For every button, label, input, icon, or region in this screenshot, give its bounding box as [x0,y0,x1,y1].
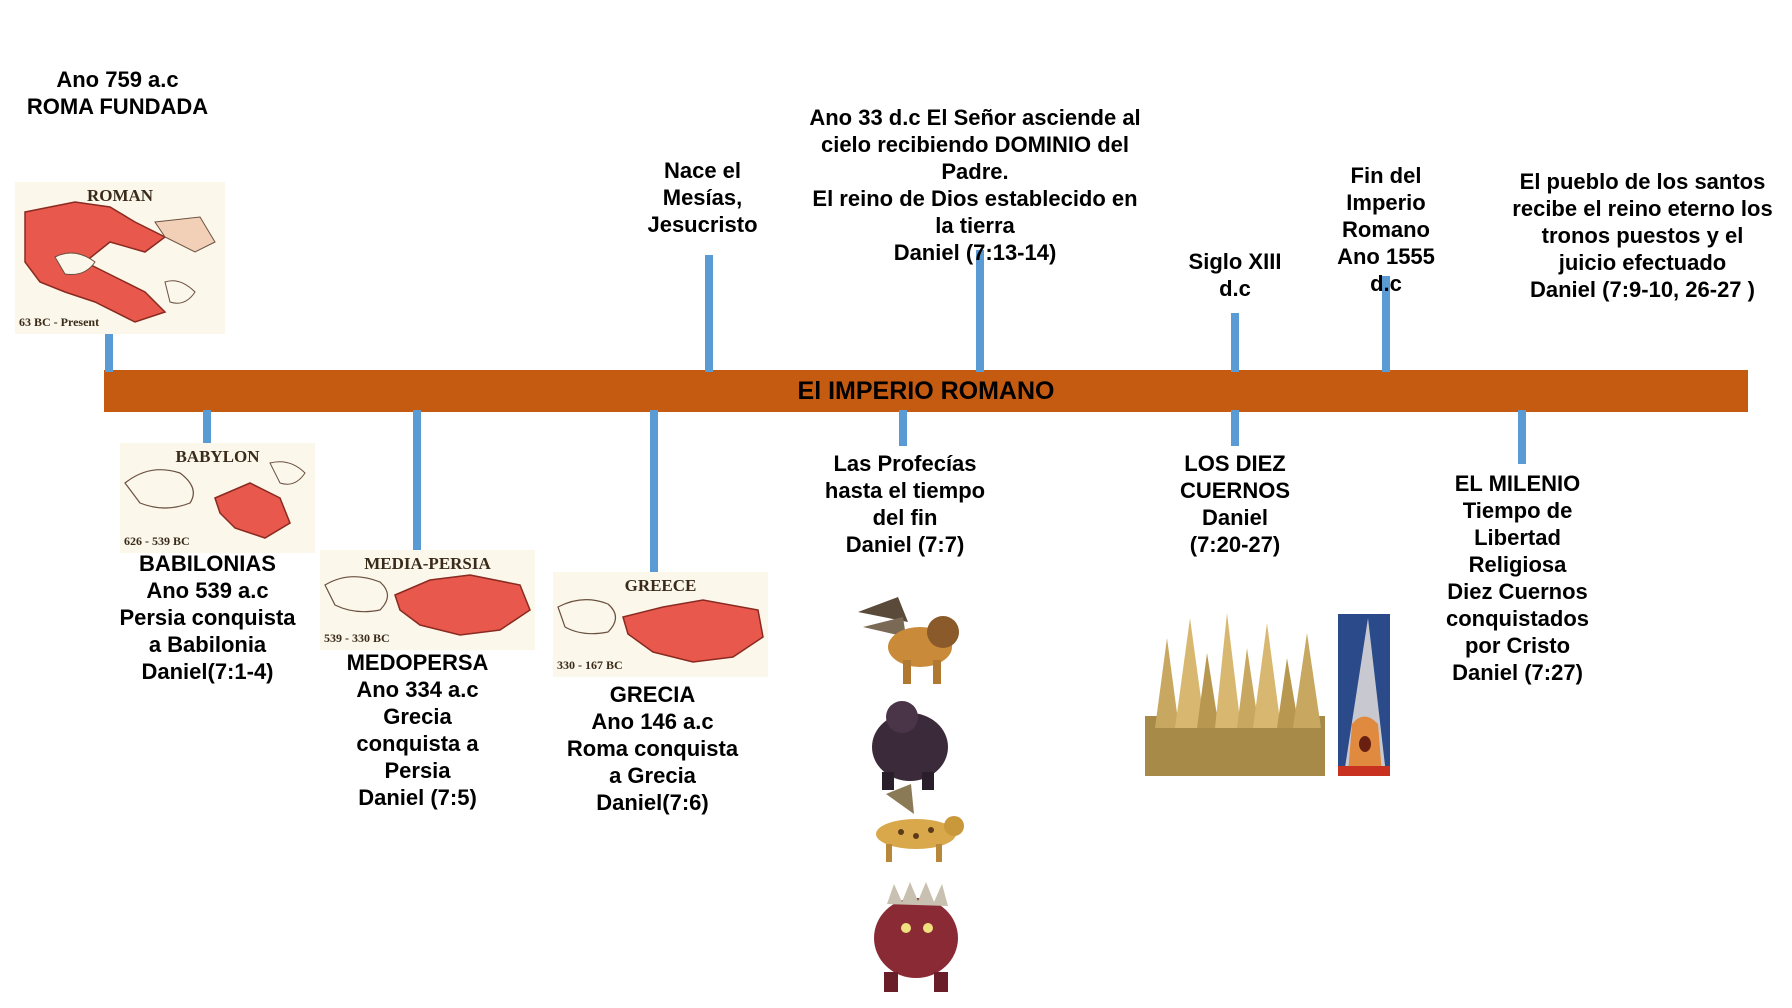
leopard-with-wings-icon [856,784,971,866]
stem-profecias [899,410,907,446]
stem-babilonias [203,410,211,444]
stem-milenio [1518,410,1526,464]
map-roman-title: ROMAN [86,186,154,205]
bear-icon [862,692,957,792]
timeline-bar-label: El IMPERIO ROMANO [797,376,1055,405]
stem-roma-fundada [105,330,113,372]
map-greece: GREECE 330 - 167 BC [553,572,768,677]
map-media-persia: MEDIA-PERSIA 539 - 330 BC [320,550,535,650]
map-greece-title: GREECE [624,576,697,595]
map-roman-date: 63 BC - Present [19,315,100,329]
stem-diez-cuernos [1231,410,1239,446]
map-babylon: BABYLON 626 - 539 BC [120,443,315,553]
stem-medopersa [413,410,421,550]
terrible-beast-icon [862,876,970,994]
little-horn-icon [1338,614,1390,776]
map-roman: ROMAN 63 BC - Present [15,182,225,334]
stem-ano-33 [976,250,984,372]
stem-fin-imperio [1382,276,1390,372]
map-babylon-date: 626 - 539 BC [124,534,190,548]
stem-nace-mesias [705,255,713,372]
ten-horns-icon [1145,598,1325,776]
map-media-persia-title: MEDIA-PERSIA [364,554,491,573]
map-media-persia-date: 539 - 330 BC [324,631,390,645]
map-babylon-title: BABYLON [175,447,260,466]
stem-siglo-xiii [1231,313,1239,372]
stem-grecia [650,410,658,572]
lion-with-wings-icon [848,592,968,690]
label-roma-fundada: Ano 759 a.c ROMA FUNDADA [26,67,209,119]
map-greece-date: 330 - 167 BC [557,658,623,672]
timeline-bar: El IMPERIO ROMANO [104,370,1748,412]
